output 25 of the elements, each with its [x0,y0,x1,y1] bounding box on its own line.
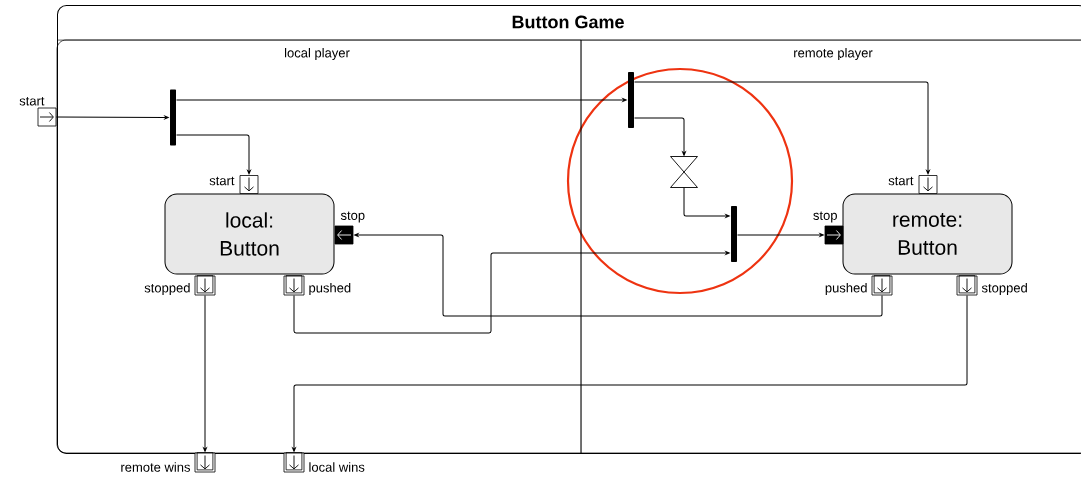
arrow [55,115,169,120]
hourglass-shape [670,156,698,188]
pin-label: start [209,176,235,186]
pin-label: pushed [309,282,351,296]
action-box: local: Button [164,193,335,275]
pin-label: stop [340,211,365,223]
pin-label: start [888,176,914,186]
pin-label: remote wins [121,462,190,472]
arrow [634,81,930,175]
arrow [176,134,251,175]
action-box: remote: Button [842,193,1013,275]
arrow [634,117,686,156]
pin-label: stop [813,211,837,223]
arrow [683,187,730,218]
arrow [176,98,627,102]
arrow [203,294,207,452]
arrow [293,251,730,334]
pin-label: pushed [825,282,867,296]
pin-label: stopped [981,282,1027,296]
pin-label: local wins [309,462,365,472]
arrow [354,233,883,317]
pin-label: stopped [144,282,190,296]
arrow [292,294,968,452]
pin-label: start [19,96,45,106]
arrow [737,233,824,237]
